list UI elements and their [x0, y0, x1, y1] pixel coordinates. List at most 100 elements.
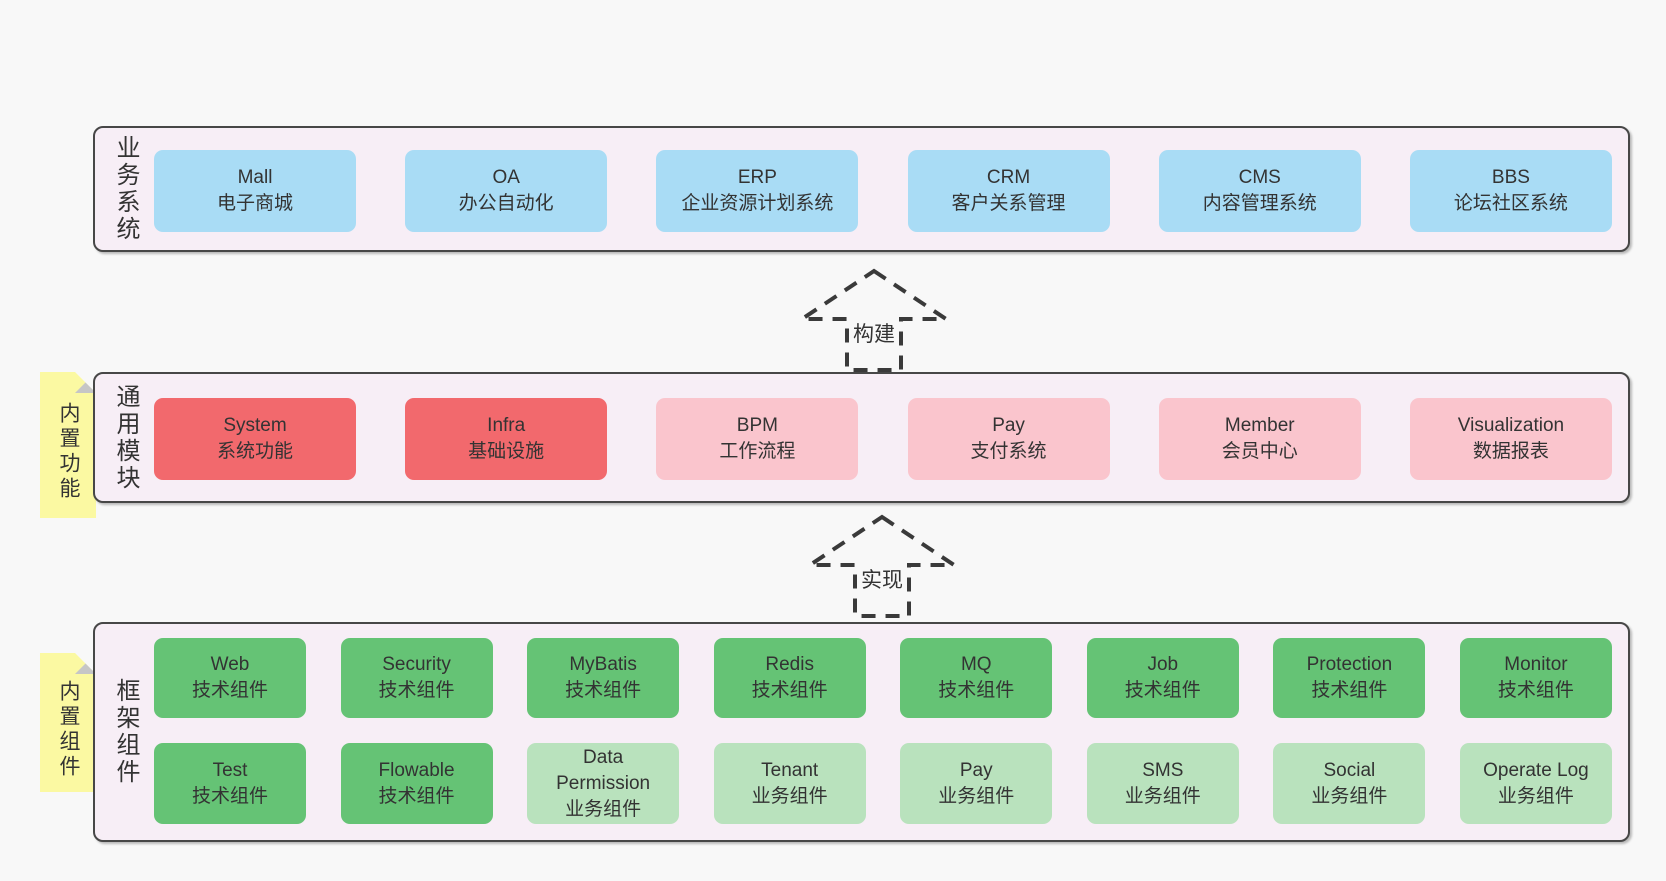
framework-components-row-1: Web 技术组件 Security 技术组件 MyBatis 技术组件 Redi…: [154, 638, 1612, 718]
node-title: Infra: [487, 415, 526, 436]
node-subtitle: 系统功能: [216, 441, 293, 462]
node-title: Visualization: [1457, 415, 1565, 436]
diagram-node: Web 技术组件: [154, 638, 306, 718]
node-subtitle: 技术组件: [938, 680, 1015, 701]
diagram-node: Test 技术组件: [154, 743, 306, 824]
diagram-node: Pay 支付系统: [907, 398, 1110, 480]
panel-framework-components-label: 框架组件: [112, 678, 139, 786]
diagram-node: Flowable 技术组件: [340, 743, 493, 824]
panel-business-systems: 业务系统 Mall 电子商城 OA 办公自动化 ERP 企业资源计划系统 CRM…: [93, 126, 1630, 252]
node-title: Job: [1147, 654, 1179, 675]
framework-components-row-2: Test 技术组件 Flowable 技术组件 Data Permission …: [154, 743, 1612, 824]
diagram-node: Infra 基础设施: [405, 398, 608, 480]
panel-business-systems-label: 业务系统: [112, 135, 139, 243]
panel-common-modules: 通用模块 System 系统功能 Infra 基础设施 BPM 工作流程 Pay…: [93, 372, 1630, 503]
diagram-node: OA 办公自动化: [405, 150, 608, 232]
arrow-implement: 实现: [806, 514, 958, 618]
node-title: Protection: [1306, 654, 1393, 675]
diagram-node: SMS 业务组件: [1086, 743, 1239, 824]
arrow-implement-label: 实现: [857, 563, 907, 595]
node-title: Pay: [959, 759, 993, 781]
diagram-node: Redis 技术组件: [713, 638, 866, 718]
diagram-node: Visualization 数据报表: [1409, 398, 1612, 480]
node-subtitle: 论坛社区系统: [1453, 193, 1568, 214]
diagram-node: Operate Log 业务组件: [1459, 743, 1612, 824]
node-title: CRM: [986, 167, 1031, 188]
node-title: Social: [1323, 759, 1376, 781]
diagram-node: CMS 内容管理系统: [1158, 150, 1361, 232]
node-subtitle: 客户关系管理: [951, 193, 1066, 214]
arrow-build: 构建: [798, 268, 950, 372]
diagram-node: Social 业务组件: [1273, 743, 1426, 824]
node-title: Member: [1224, 415, 1295, 436]
node-subtitle: 企业资源计划系统: [681, 193, 834, 214]
diagram-node: MQ 技术组件: [900, 638, 1053, 718]
node-title: MQ: [960, 654, 992, 675]
node-subtitle: 业务组件: [1124, 785, 1201, 807]
diagram-node: Tenant 业务组件: [713, 743, 866, 824]
node-subtitle: 电子商城: [216, 193, 293, 214]
diagram-node: Job 技术组件: [1086, 638, 1239, 718]
diagram-node: ERP 企业资源计划系统: [656, 150, 859, 232]
diagram-node: Pay 业务组件: [900, 743, 1053, 824]
business-systems-row: Mall 电子商城 OA 办公自动化 ERP 企业资源计划系统 CRM 客户关系…: [154, 150, 1612, 232]
node-subtitle: 业务组件: [751, 785, 828, 807]
node-title: BPM: [736, 415, 778, 436]
node-title: MyBatis: [569, 654, 637, 675]
node-subtitle: 技术组件: [1497, 680, 1574, 701]
common-modules-row: System 系统功能 Infra 基础设施 BPM 工作流程 Pay 支付系统…: [154, 398, 1612, 480]
diagram-node: Data Permission 业务组件: [527, 743, 680, 824]
diagram-node: Mall 电子商城: [154, 150, 356, 232]
node-subtitle: 技术组件: [378, 680, 455, 701]
node-title: Pay: [992, 415, 1025, 436]
diagram-node: Security 技术组件: [340, 638, 493, 718]
node-subtitle: 支付系统: [970, 441, 1047, 462]
node-title: Web: [210, 654, 250, 675]
node-subtitle: 业务组件: [938, 785, 1015, 807]
sticky-tag-built-in-components: 内置组件: [40, 653, 96, 792]
node-title: Data Permission: [556, 746, 651, 794]
node-subtitle: 业务组件: [1311, 785, 1388, 807]
node-title: SMS: [1142, 759, 1184, 781]
diagram-node: CRM 客户关系管理: [907, 150, 1110, 232]
panel-framework-components: 框架组件 Web 技术组件 Security 技术组件 MyBatis 技术组件…: [93, 622, 1630, 842]
node-subtitle: 技术组件: [191, 785, 268, 807]
node-title: BBS: [1491, 167, 1530, 188]
node-title: Mall: [237, 167, 273, 188]
node-title: Flowable: [378, 759, 455, 781]
node-subtitle: 技术组件: [1311, 680, 1388, 701]
node-title: Security: [382, 654, 451, 675]
sticky-tag-built-in-features: 内置功能: [40, 372, 96, 518]
node-subtitle: 数据报表: [1472, 441, 1549, 462]
panel-common-modules-label: 通用模块: [112, 383, 139, 492]
arrow-build-label: 构建: [849, 317, 899, 349]
diagram-node: Protection 技术组件: [1273, 638, 1426, 718]
node-subtitle: 技术组件: [191, 680, 268, 701]
node-title: Tenant: [761, 759, 819, 781]
node-subtitle: 办公自动化: [458, 193, 554, 214]
node-subtitle: 工作流程: [719, 441, 796, 462]
node-subtitle: 技术组件: [751, 680, 828, 701]
node-subtitle: 技术组件: [565, 680, 642, 701]
node-title: CMS: [1238, 167, 1281, 188]
diagram-node: System 系统功能: [154, 398, 356, 480]
node-title: Redis: [765, 654, 814, 675]
dashed-up-arrow-icon: [806, 514, 958, 618]
node-subtitle: 内容管理系统: [1202, 193, 1317, 214]
diagram-node: Member 会员中心: [1158, 398, 1361, 480]
node-subtitle: 业务组件: [1497, 785, 1574, 807]
diagram-node: Monitor 技术组件: [1459, 638, 1612, 718]
node-subtitle: 业务组件: [565, 798, 642, 820]
node-title: System: [223, 415, 287, 436]
node-subtitle: 会员中心: [1221, 441, 1298, 462]
node-title: Monitor: [1504, 654, 1568, 675]
node-title: OA: [492, 167, 520, 188]
node-subtitle: 技术组件: [378, 785, 455, 807]
node-title: ERP: [737, 167, 777, 188]
node-title: Test: [212, 759, 248, 781]
dashed-up-arrow-icon: [798, 268, 950, 372]
node-subtitle: 技术组件: [1124, 680, 1201, 701]
diagram-node: MyBatis 技术组件: [527, 638, 680, 718]
node-title: Operate Log: [1483, 759, 1589, 781]
node-subtitle: 基础设施: [468, 441, 545, 462]
